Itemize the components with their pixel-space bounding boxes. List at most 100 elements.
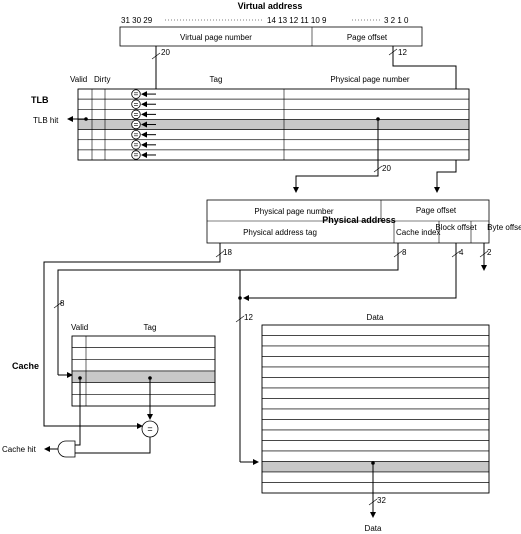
data-output-label: Data — [365, 524, 382, 533]
cache-data-array — [261, 324, 490, 494]
tlb-comparator — [131, 150, 141, 160]
index-bus-width: 8 — [402, 248, 407, 257]
data-array-row — [261, 450, 490, 462]
tlb-hit-label: TLB hit — [33, 116, 59, 125]
va-bits-mid: 14 13 12 11 10 9 — [267, 16, 327, 25]
data-out-width: 32 — [377, 496, 386, 505]
tlb-comparator-symbol: = — [134, 120, 139, 129]
pa-byte-offset-label: Byte offset — [487, 223, 521, 232]
pa-ppn-label: Physical page number — [254, 207, 333, 216]
pa-cache-index-label: Cache index — [396, 228, 440, 237]
cache-index-width-mark — [53, 301, 63, 309]
vpn-bus-width-mark — [151, 52, 161, 60]
pa-tag-bus — [43, 243, 221, 429]
cache-compare-to-and — [75, 437, 151, 454]
cache-tag-array — [71, 335, 216, 407]
cache-comparator-symbol: = — [147, 424, 152, 434]
data-array-outline — [261, 324, 490, 494]
byte-offset-width-mark — [479, 250, 489, 258]
pa-block-offset-label: Block offset — [435, 223, 477, 232]
vpn-field-label: Virtual page number — [180, 33, 252, 42]
tlb-dirty-header: Dirty — [94, 75, 110, 84]
pa-offset-label: Page offset — [416, 206, 457, 215]
data-array-row — [261, 398, 490, 410]
tlb-outline — [77, 88, 470, 161]
data-array-row — [261, 408, 490, 420]
data-array-row — [261, 356, 490, 368]
offset-bus-width-mark — [388, 48, 398, 56]
tlb-comparator — [131, 89, 141, 99]
ppn-bus-width: 20 — [382, 164, 391, 173]
data-array-row — [261, 335, 490, 347]
tlb-tag-header: Tag — [210, 75, 223, 84]
index-bus-width-mark — [393, 250, 403, 258]
tlb-comparator-symbol: = — [134, 100, 139, 109]
tag-bus-width-mark — [215, 250, 225, 258]
byte-offset-width: 2 — [487, 248, 492, 257]
tlb-comparator — [131, 129, 141, 140]
data-array-row — [261, 419, 490, 431]
block-offset-bus — [243, 243, 457, 301]
cache-tag-row — [71, 394, 216, 407]
data-array-row — [261, 366, 490, 378]
data-array-title: Data — [367, 313, 384, 322]
cache-tag-header: Tag — [144, 323, 157, 332]
data-array-row — [261, 324, 490, 336]
cache-index-bus — [57, 243, 399, 375]
va-bits-right: 3 2 1 0 — [384, 16, 409, 25]
vpn-bus-width: 20 — [161, 48, 170, 57]
tlb-comparator-symbol: = — [134, 130, 139, 139]
data-out-width-mark — [368, 498, 378, 506]
data-array-row — [261, 345, 490, 357]
tlb-comparator — [131, 99, 141, 109]
cache-tag-outline — [71, 335, 216, 407]
va-bits-left: 31 30 29 — [121, 16, 153, 25]
cache-tag-row — [71, 370, 216, 383]
tlb-title: TLB — [31, 95, 49, 105]
tlb-comparator-symbol: = — [134, 110, 139, 119]
tlb-comparator — [131, 140, 141, 150]
ppn-bus-width-mark — [373, 165, 383, 173]
offset-bus-width: 12 — [398, 48, 407, 57]
va-offset-field-label: Page offset — [347, 33, 388, 42]
tlb-comparator — [131, 119, 141, 130]
data-array-row — [261, 387, 490, 399]
physical-address-title: Physical address — [322, 215, 396, 225]
virtual-address-title: Virtual address — [238, 1, 303, 11]
tlb-valid-header: Valid — [70, 75, 87, 84]
tlb-comparator-symbol: = — [134, 140, 139, 149]
data-array-row — [261, 471, 490, 483]
pa-tag-label: Physical address tag — [243, 228, 317, 237]
data-array-row — [261, 377, 490, 389]
data-array-row — [261, 429, 490, 441]
cache-title: Cache — [12, 361, 39, 371]
physical-address-register — [206, 199, 490, 244]
cache-tag-compare-width: 8 — [60, 299, 65, 308]
cache-tag-row — [71, 382, 216, 395]
cache-tag-row — [71, 347, 216, 360]
tlb-comparator — [131, 109, 141, 120]
and-gate — [57, 440, 76, 458]
tlb-comparator-symbol: = — [134, 151, 139, 160]
tlb-ppn-header: Physical page number — [330, 75, 409, 84]
ppn-bus — [293, 119, 379, 193]
data-array-row — [261, 461, 490, 473]
cache-hit-label: Cache hit — [2, 445, 37, 454]
virtual-address-register — [119, 26, 423, 47]
data-index-width: 12 — [244, 313, 253, 322]
tag-bus-width: 18 — [223, 248, 232, 257]
tlb-comparators: ======= — [131, 89, 156, 160]
tlb-table — [77, 88, 470, 161]
cache-tag-row — [71, 335, 216, 348]
block-offset-width-mark — [451, 250, 461, 258]
data-index-width-mark — [235, 315, 245, 323]
block-offset-width: 4 — [459, 248, 464, 257]
tlb-hit-dot — [84, 117, 88, 121]
cache-valid-header: Valid — [71, 323, 88, 332]
data-array-row — [261, 440, 490, 452]
cache-tag-row — [71, 359, 216, 372]
tlb-comparator-symbol: = — [134, 90, 139, 99]
cache-valid-to-and — [75, 378, 81, 446]
